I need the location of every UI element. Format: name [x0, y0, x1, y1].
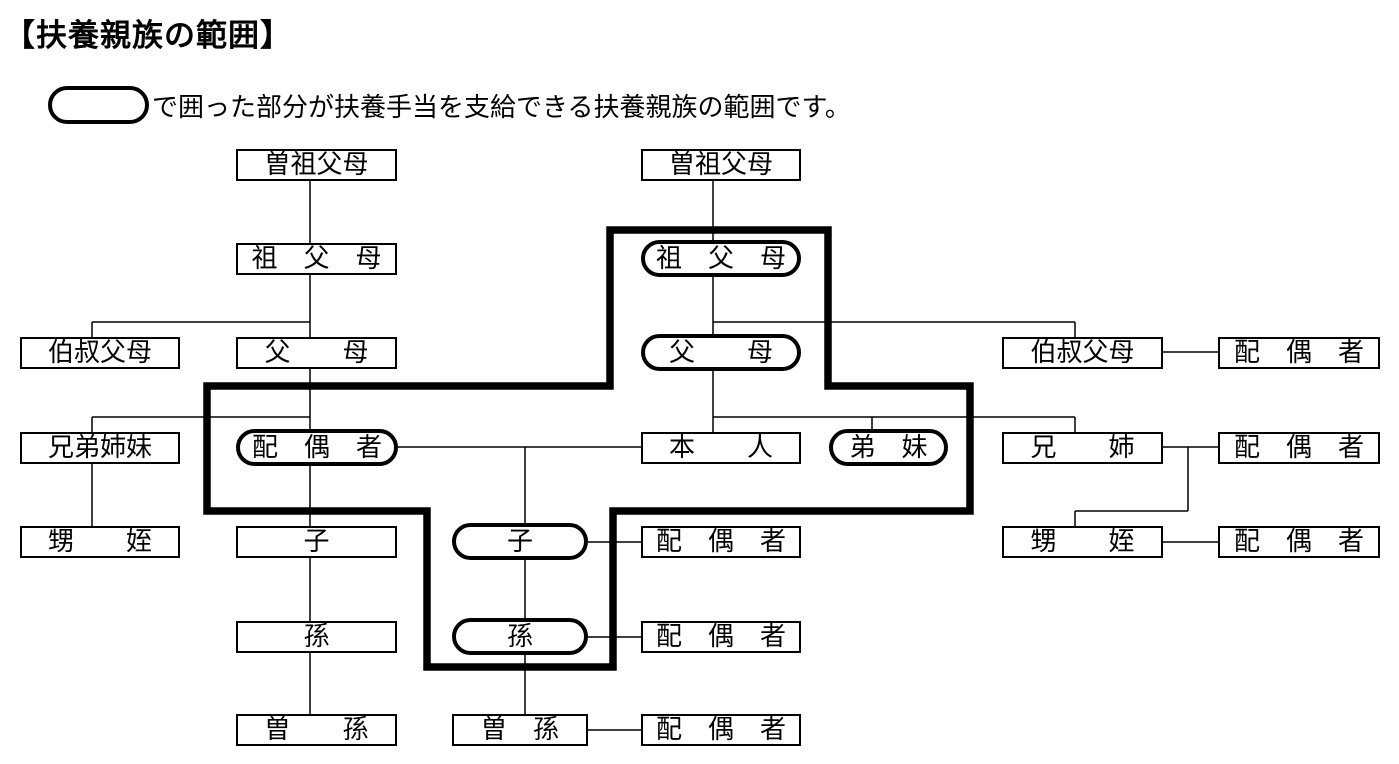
- node-elder-siblings: 兄 姉: [1002, 432, 1163, 464]
- node-siblings-left: 兄弟姉妹: [20, 432, 180, 464]
- node-great-grandchild-left: 曽 孫: [236, 714, 397, 746]
- node-uncles-aunts-left: 伯叔父母: [20, 337, 180, 369]
- page-title: 【扶養親族の範囲】: [4, 18, 292, 54]
- node-uncles-aunts-right: 伯叔父母: [1002, 337, 1163, 369]
- node-child-eligible: 子: [452, 523, 588, 560]
- node-spouse-eligible: 配 偶 者: [236, 429, 398, 466]
- legend-text: で囲った部分が扶養手当を支給できる扶養親族の範囲です。: [152, 92, 851, 123]
- node-nephews-nieces-right: 甥 姪: [1002, 526, 1163, 558]
- node-parents-left: 父 母: [236, 337, 397, 369]
- node-great-grandparents-right: 曽祖父母: [641, 149, 801, 181]
- node-elder-siblings-spouse: 配 偶 者: [1218, 432, 1380, 464]
- node-great-grandchild-mid: 曽 孫: [452, 714, 588, 746]
- node-younger-siblings-eligible: 弟 妹: [829, 429, 948, 466]
- eligible-range-outline: [203, 226, 974, 671]
- node-grandchild-spouse: 配 偶 者: [641, 621, 801, 653]
- node-great-grandchild-spouse: 配 偶 者: [641, 714, 801, 746]
- node-grandparents-eligible: 祖 父 母: [641, 240, 801, 277]
- node-child-left: 子: [236, 526, 397, 558]
- legend: で囲った部分が扶養手当を支給できる扶養親族の範囲です。: [48, 84, 851, 126]
- node-parents-eligible: 父 母: [641, 334, 801, 371]
- node-nephews-nieces-spouse: 配 偶 者: [1218, 526, 1380, 558]
- node-grandparents-left: 祖 父 母: [236, 243, 397, 275]
- node-great-grandparents-left: 曽祖父母: [236, 149, 397, 181]
- node-nephews-nieces-left: 甥 姪: [20, 526, 180, 558]
- node-grandchild-left: 孫: [236, 621, 397, 653]
- node-grandchild-eligible: 孫: [452, 618, 588, 655]
- node-self: 本 人: [641, 432, 801, 464]
- eligible-range-marker-icon: [48, 86, 149, 124]
- node-child-spouse: 配 偶 者: [641, 526, 801, 558]
- node-uncles-aunts-spouse: 配 偶 者: [1218, 337, 1380, 369]
